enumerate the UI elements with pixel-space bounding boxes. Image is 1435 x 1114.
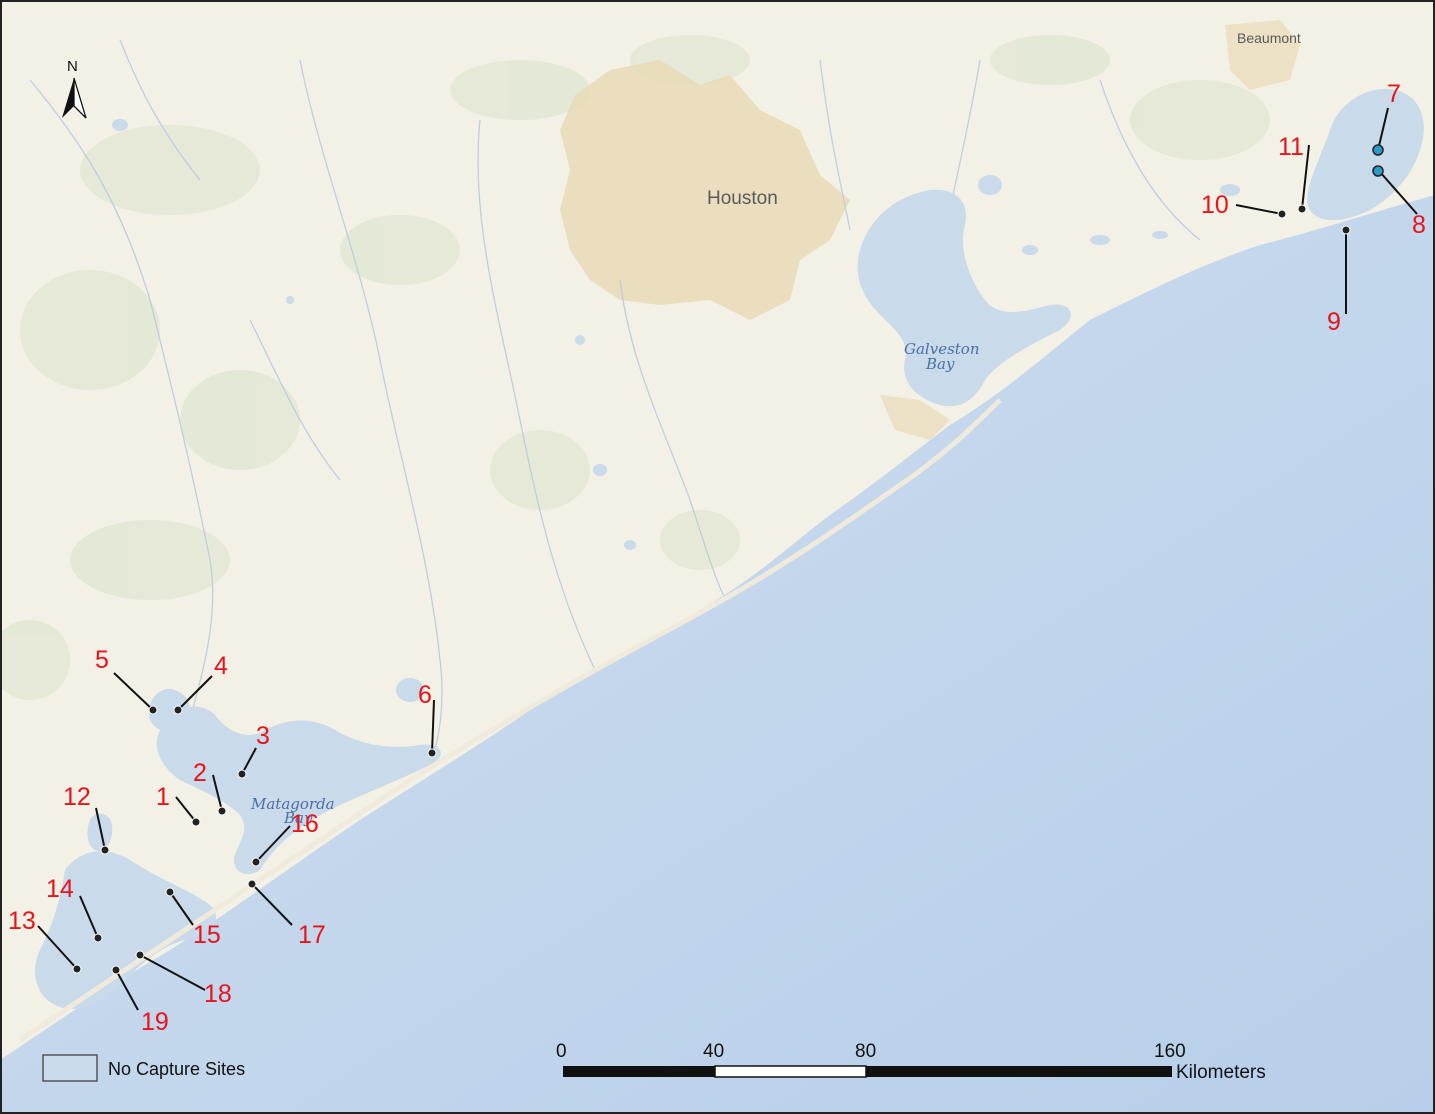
site-label-14: 14 xyxy=(46,875,74,903)
site-label-12: 12 xyxy=(63,783,91,811)
scale-bar: 0 40 80 160 Kilometers xyxy=(556,1041,1266,1083)
vegetation-patches xyxy=(0,35,1270,700)
matagorda-bay-label-line2: Bay xyxy=(283,809,313,827)
site-marker-19[interactable] xyxy=(111,965,121,975)
site-label-15: 15 xyxy=(193,921,221,949)
site-marker-1[interactable] xyxy=(191,817,201,827)
site-label-17: 17 xyxy=(298,921,326,949)
site-labels: 1 2 3 4 5 6 7 8 9 10 11 12 13 14 15 16 1… xyxy=(8,80,1426,1036)
site-label-16: 16 xyxy=(291,810,319,838)
beaumont-urban-area xyxy=(1225,20,1300,90)
scale-unit: Kilometers xyxy=(1176,1062,1266,1083)
site-marker-2[interactable] xyxy=(217,806,227,816)
north-arrow-icon xyxy=(62,78,74,118)
site-marker-15[interactable] xyxy=(165,887,175,897)
barrier-island xyxy=(18,398,1002,1043)
site-label-4: 4 xyxy=(214,652,228,680)
site-marker-7[interactable] xyxy=(1372,144,1384,156)
site-label-1: 1 xyxy=(156,783,170,811)
site-label-11: 11 xyxy=(1278,133,1304,161)
site-marker-13[interactable] xyxy=(72,964,82,974)
west-bay-inlet xyxy=(87,813,113,851)
site-label-5: 5 xyxy=(95,646,109,674)
north-arrow-label: N xyxy=(67,58,78,75)
site-label-13: 13 xyxy=(8,907,36,935)
site-label-10: 10 xyxy=(1201,191,1229,219)
site-label-18: 18 xyxy=(204,980,232,1008)
legend-swatch xyxy=(42,1054,98,1082)
galveston-bay xyxy=(857,189,1071,407)
site-marker-16[interactable] xyxy=(251,857,261,867)
gulf-of-mexico xyxy=(0,195,1435,1114)
site-marker-14[interactable] xyxy=(93,933,103,943)
houston-urban-area xyxy=(560,60,850,320)
matagorda-bay xyxy=(156,706,441,875)
site-marker-18[interactable] xyxy=(135,950,145,960)
scale-tick-160: 160 xyxy=(1154,1041,1186,1062)
site-marker-8[interactable] xyxy=(1372,165,1384,177)
site-label-3: 3 xyxy=(256,722,270,750)
site-label-7: 7 xyxy=(1387,80,1401,108)
scale-tick-0: 0 xyxy=(556,1041,567,1062)
site-marker-17[interactable] xyxy=(247,879,257,889)
site-marker-12[interactable] xyxy=(100,845,110,855)
site-label-6: 6 xyxy=(418,681,432,709)
matagorda-bay-label-line1: Matagorda xyxy=(250,795,335,813)
galveston-bay-label-line2: Bay xyxy=(925,355,955,373)
galveston-urban-area xyxy=(880,395,950,440)
scale-tick-80: 80 xyxy=(855,1041,876,1062)
houston-label: Houston xyxy=(707,188,778,209)
site-label-2: 2 xyxy=(193,759,207,787)
lavaca-bay xyxy=(149,689,191,732)
rivers xyxy=(29,39,1201,751)
galveston-bay-label-line1: Galveston xyxy=(904,340,980,358)
site-label-8: 8 xyxy=(1412,211,1426,239)
lakes xyxy=(112,119,1240,702)
beaumont-label: Beaumont xyxy=(1237,30,1301,46)
site-marker-11[interactable] xyxy=(1297,204,1307,214)
site-marker-3[interactable] xyxy=(237,769,247,779)
legend-label: No Capture Sites xyxy=(108,1059,245,1079)
north-arrow: N xyxy=(62,58,87,119)
site-marker-4[interactable] xyxy=(173,705,183,715)
site-marker-6[interactable] xyxy=(427,748,437,758)
site-marker-5[interactable] xyxy=(148,705,158,715)
site-leader-lines xyxy=(37,107,1418,1011)
site-markers xyxy=(72,144,1384,975)
site-label-19: 19 xyxy=(141,1008,169,1036)
legend: No Capture Sites xyxy=(42,1054,245,1082)
site-marker-10[interactable] xyxy=(1277,209,1287,219)
scale-tick-40: 40 xyxy=(703,1041,724,1062)
site-label-9: 9 xyxy=(1327,308,1341,336)
site-marker-9[interactable] xyxy=(1341,225,1351,235)
